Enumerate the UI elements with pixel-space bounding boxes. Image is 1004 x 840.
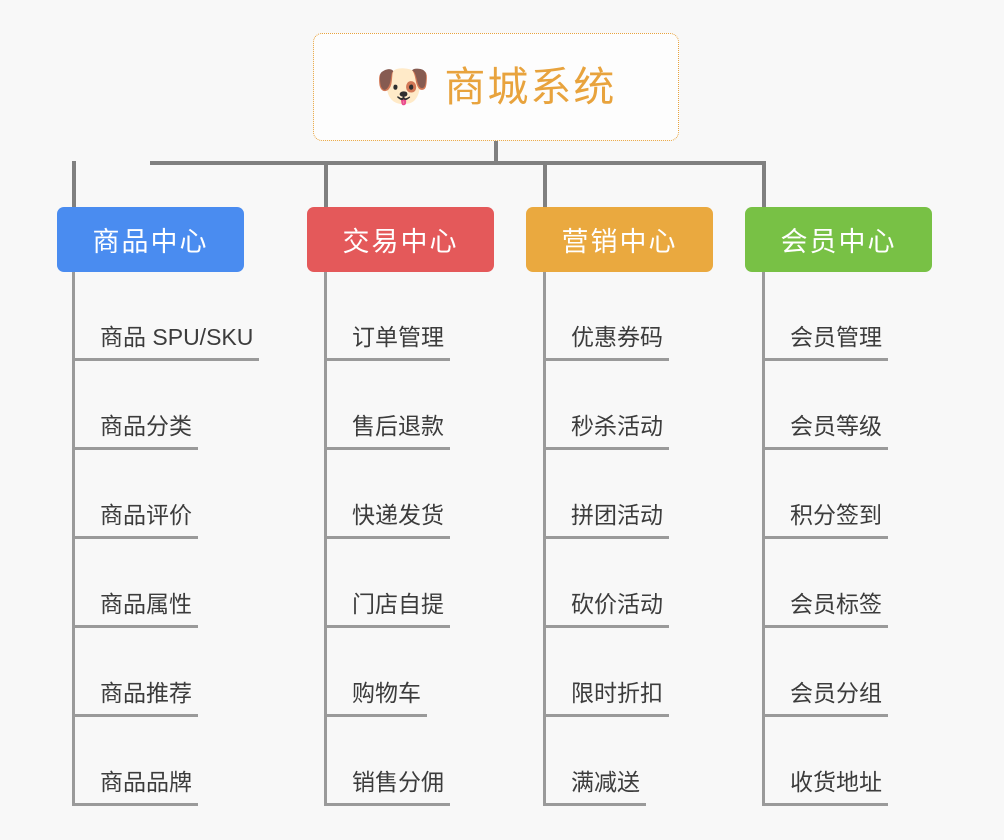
leaf-label: 积分签到 <box>762 502 888 539</box>
leaf-label: 优惠券码 <box>543 324 669 361</box>
leaf-item[interactable]: 拼团活动 <box>543 450 669 539</box>
leaf-label: 销售分佣 <box>324 769 450 806</box>
branch-box-marketing-center[interactable]: 营销中心 <box>526 207 713 272</box>
leaf-item[interactable]: 砍价活动 <box>543 539 669 628</box>
leaf-label: 收货地址 <box>762 769 888 806</box>
leaf-item[interactable]: 优惠券码 <box>543 272 669 361</box>
leaf-item[interactable]: 会员标签 <box>762 539 888 628</box>
leaf-item[interactable]: 商品推荐 <box>72 628 259 717</box>
root-stem-connector <box>494 141 498 164</box>
root-node[interactable]: 🐶 商城系统 <box>313 33 679 141</box>
leaf-spine-connector <box>72 272 75 806</box>
branch-box-trade-center[interactable]: 交易中心 <box>307 207 494 272</box>
leaf-item[interactable]: 销售分佣 <box>324 717 450 806</box>
branch-drop-connector <box>324 161 328 207</box>
root-title: 商城系统 <box>444 63 617 110</box>
leaf-item[interactable]: 购物车 <box>324 628 450 717</box>
leaf-label: 限时折扣 <box>543 680 669 717</box>
leaf-label: 会员等级 <box>762 413 888 450</box>
leaf-item[interactable]: 限时折扣 <box>543 628 669 717</box>
branch-drop-connector <box>543 161 547 207</box>
leaf-item[interactable]: 售后退款 <box>324 361 450 450</box>
leaf-item[interactable]: 会员分组 <box>762 628 888 717</box>
leaf-item[interactable]: 订单管理 <box>324 272 450 361</box>
leaf-spine-connector <box>543 272 546 806</box>
leaf-item[interactable]: 会员管理 <box>762 272 888 361</box>
branch-drop-connector <box>72 161 76 207</box>
leaf-label: 会员标签 <box>762 591 888 628</box>
leaf-list: 订单管理售后退款快递发货门店自提购物车销售分佣 <box>324 272 450 806</box>
leaf-item[interactable]: 收货地址 <box>762 717 888 806</box>
leaf-label: 商品评价 <box>72 502 198 539</box>
leaf-label: 商品推荐 <box>72 680 198 717</box>
leaf-item[interactable]: 秒杀活动 <box>543 361 669 450</box>
leaf-label: 会员分组 <box>762 680 888 717</box>
leaf-item[interactable]: 快递发货 <box>324 450 450 539</box>
leaf-item[interactable]: 商品评价 <box>72 450 259 539</box>
leaf-item[interactable]: 会员等级 <box>762 361 888 450</box>
leaf-item[interactable]: 商品品牌 <box>72 717 259 806</box>
leaf-item[interactable]: 商品分类 <box>72 361 259 450</box>
leaf-list: 商品 SPU/SKU 商品分类商品评价商品属性商品推荐商品品牌 <box>72 272 260 806</box>
branch-label: 商品中心 <box>92 227 209 257</box>
branch-drop-connector <box>762 161 766 207</box>
leaf-label: 商品分类 <box>72 413 198 450</box>
leaf-spine-connector <box>762 272 765 806</box>
branch-label: 会员中心 <box>780 227 897 257</box>
branch-bus-connector <box>150 161 764 165</box>
leaf-item[interactable]: 商品 SPU/SKU <box>72 272 260 361</box>
shiba-dog-face-icon: 🐶 <box>375 62 431 111</box>
branch-box-product-center[interactable]: 商品中心 <box>57 207 244 272</box>
leaf-item[interactable]: 商品属性 <box>72 539 259 628</box>
leaf-item[interactable]: 积分签到 <box>762 450 888 539</box>
leaf-label: 订单管理 <box>324 324 450 361</box>
branch-label: 交易中心 <box>342 227 459 257</box>
leaf-item[interactable]: 满减送 <box>543 717 669 806</box>
branch-label: 营销中心 <box>561 227 678 257</box>
leaf-label: 购物车 <box>324 680 427 717</box>
leaf-label: 商品属性 <box>72 591 198 628</box>
leaf-label: 商品 SPU/SKU <box>72 324 260 361</box>
branch-box-member-center[interactable]: 会员中心 <box>745 207 932 272</box>
leaf-label: 拼团活动 <box>543 502 669 539</box>
leaf-label: 会员管理 <box>762 324 888 361</box>
leaf-list: 会员管理会员等级积分签到会员标签会员分组收货地址 <box>762 272 888 806</box>
leaf-item[interactable]: 门店自提 <box>324 539 450 628</box>
leaf-label: 商品品牌 <box>72 769 198 806</box>
leaf-label: 售后退款 <box>324 413 450 450</box>
leaf-list: 优惠券码秒杀活动拼团活动砍价活动限时折扣满减送 <box>543 272 669 806</box>
leaf-label: 门店自提 <box>324 591 450 628</box>
leaf-label: 秒杀活动 <box>543 413 669 450</box>
leaf-label: 满减送 <box>543 769 646 806</box>
leaf-spine-connector <box>324 272 327 806</box>
leaf-label: 快递发货 <box>324 502 450 539</box>
leaf-label: 砍价活动 <box>543 591 669 628</box>
